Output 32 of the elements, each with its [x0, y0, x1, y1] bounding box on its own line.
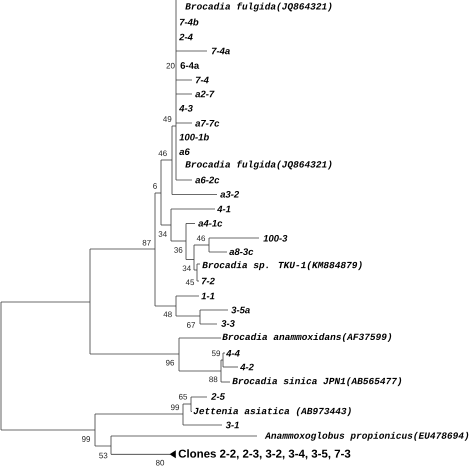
species-label: Anammoxoglobus propionicus(EU478694): [264, 432, 468, 441]
clone-label: 3-3: [221, 320, 235, 327]
species-label: Brocadia fulgida(JQ864321): [185, 2, 332, 12]
species-label: Brocadia fulgida(JQ864321): [185, 160, 332, 170]
clone-label: 3-5a: [231, 306, 250, 314]
clone-label: 100-1b: [179, 134, 209, 140]
clone-label: 2-5: [211, 393, 225, 400]
collapsed-clade-label: Clones 2-2, 2-3, 3-2, 3-4, 3-5, 7-3: [178, 449, 350, 460]
clone-label: 1-1: [201, 292, 214, 300]
clone-label: a6: [179, 148, 190, 156]
clone-label: 7-4b: [180, 18, 198, 26]
clone-label: 4-1: [217, 206, 230, 212]
species-label: Jettenia asiatica (AB973443): [194, 407, 351, 416]
clone-label: 4-3: [179, 104, 193, 112]
clone-label: 6-4a: [180, 62, 200, 69]
clone-label: a6-2c: [195, 176, 220, 184]
clone-label: 2-4: [179, 34, 193, 40]
clone-label: a4-1c: [198, 220, 222, 227]
clone-label: a3-2: [220, 190, 240, 198]
clone-label: 100-3: [263, 234, 288, 242]
clone-label: 4-2: [240, 364, 254, 370]
species-label: Brocadia sinica JPN1(AB565477): [232, 377, 402, 386]
clone-label: a2-7: [195, 90, 215, 98]
clone-label: a7-7c: [195, 120, 220, 127]
clone-label: 7-2: [202, 278, 215, 284]
clone-label: 3-1: [226, 422, 239, 428]
clone-label: 7-4: [196, 76, 209, 84]
clone-label: 7-4a: [212, 48, 230, 54]
species-label: Brocadia sp. TKU-1(KM884879): [202, 261, 362, 270]
species-label: Brocadia anammoxidans(AF37599): [222, 333, 392, 342]
clone-label: a8-3c: [229, 248, 254, 256]
clone-label: 4-4: [226, 350, 240, 357]
